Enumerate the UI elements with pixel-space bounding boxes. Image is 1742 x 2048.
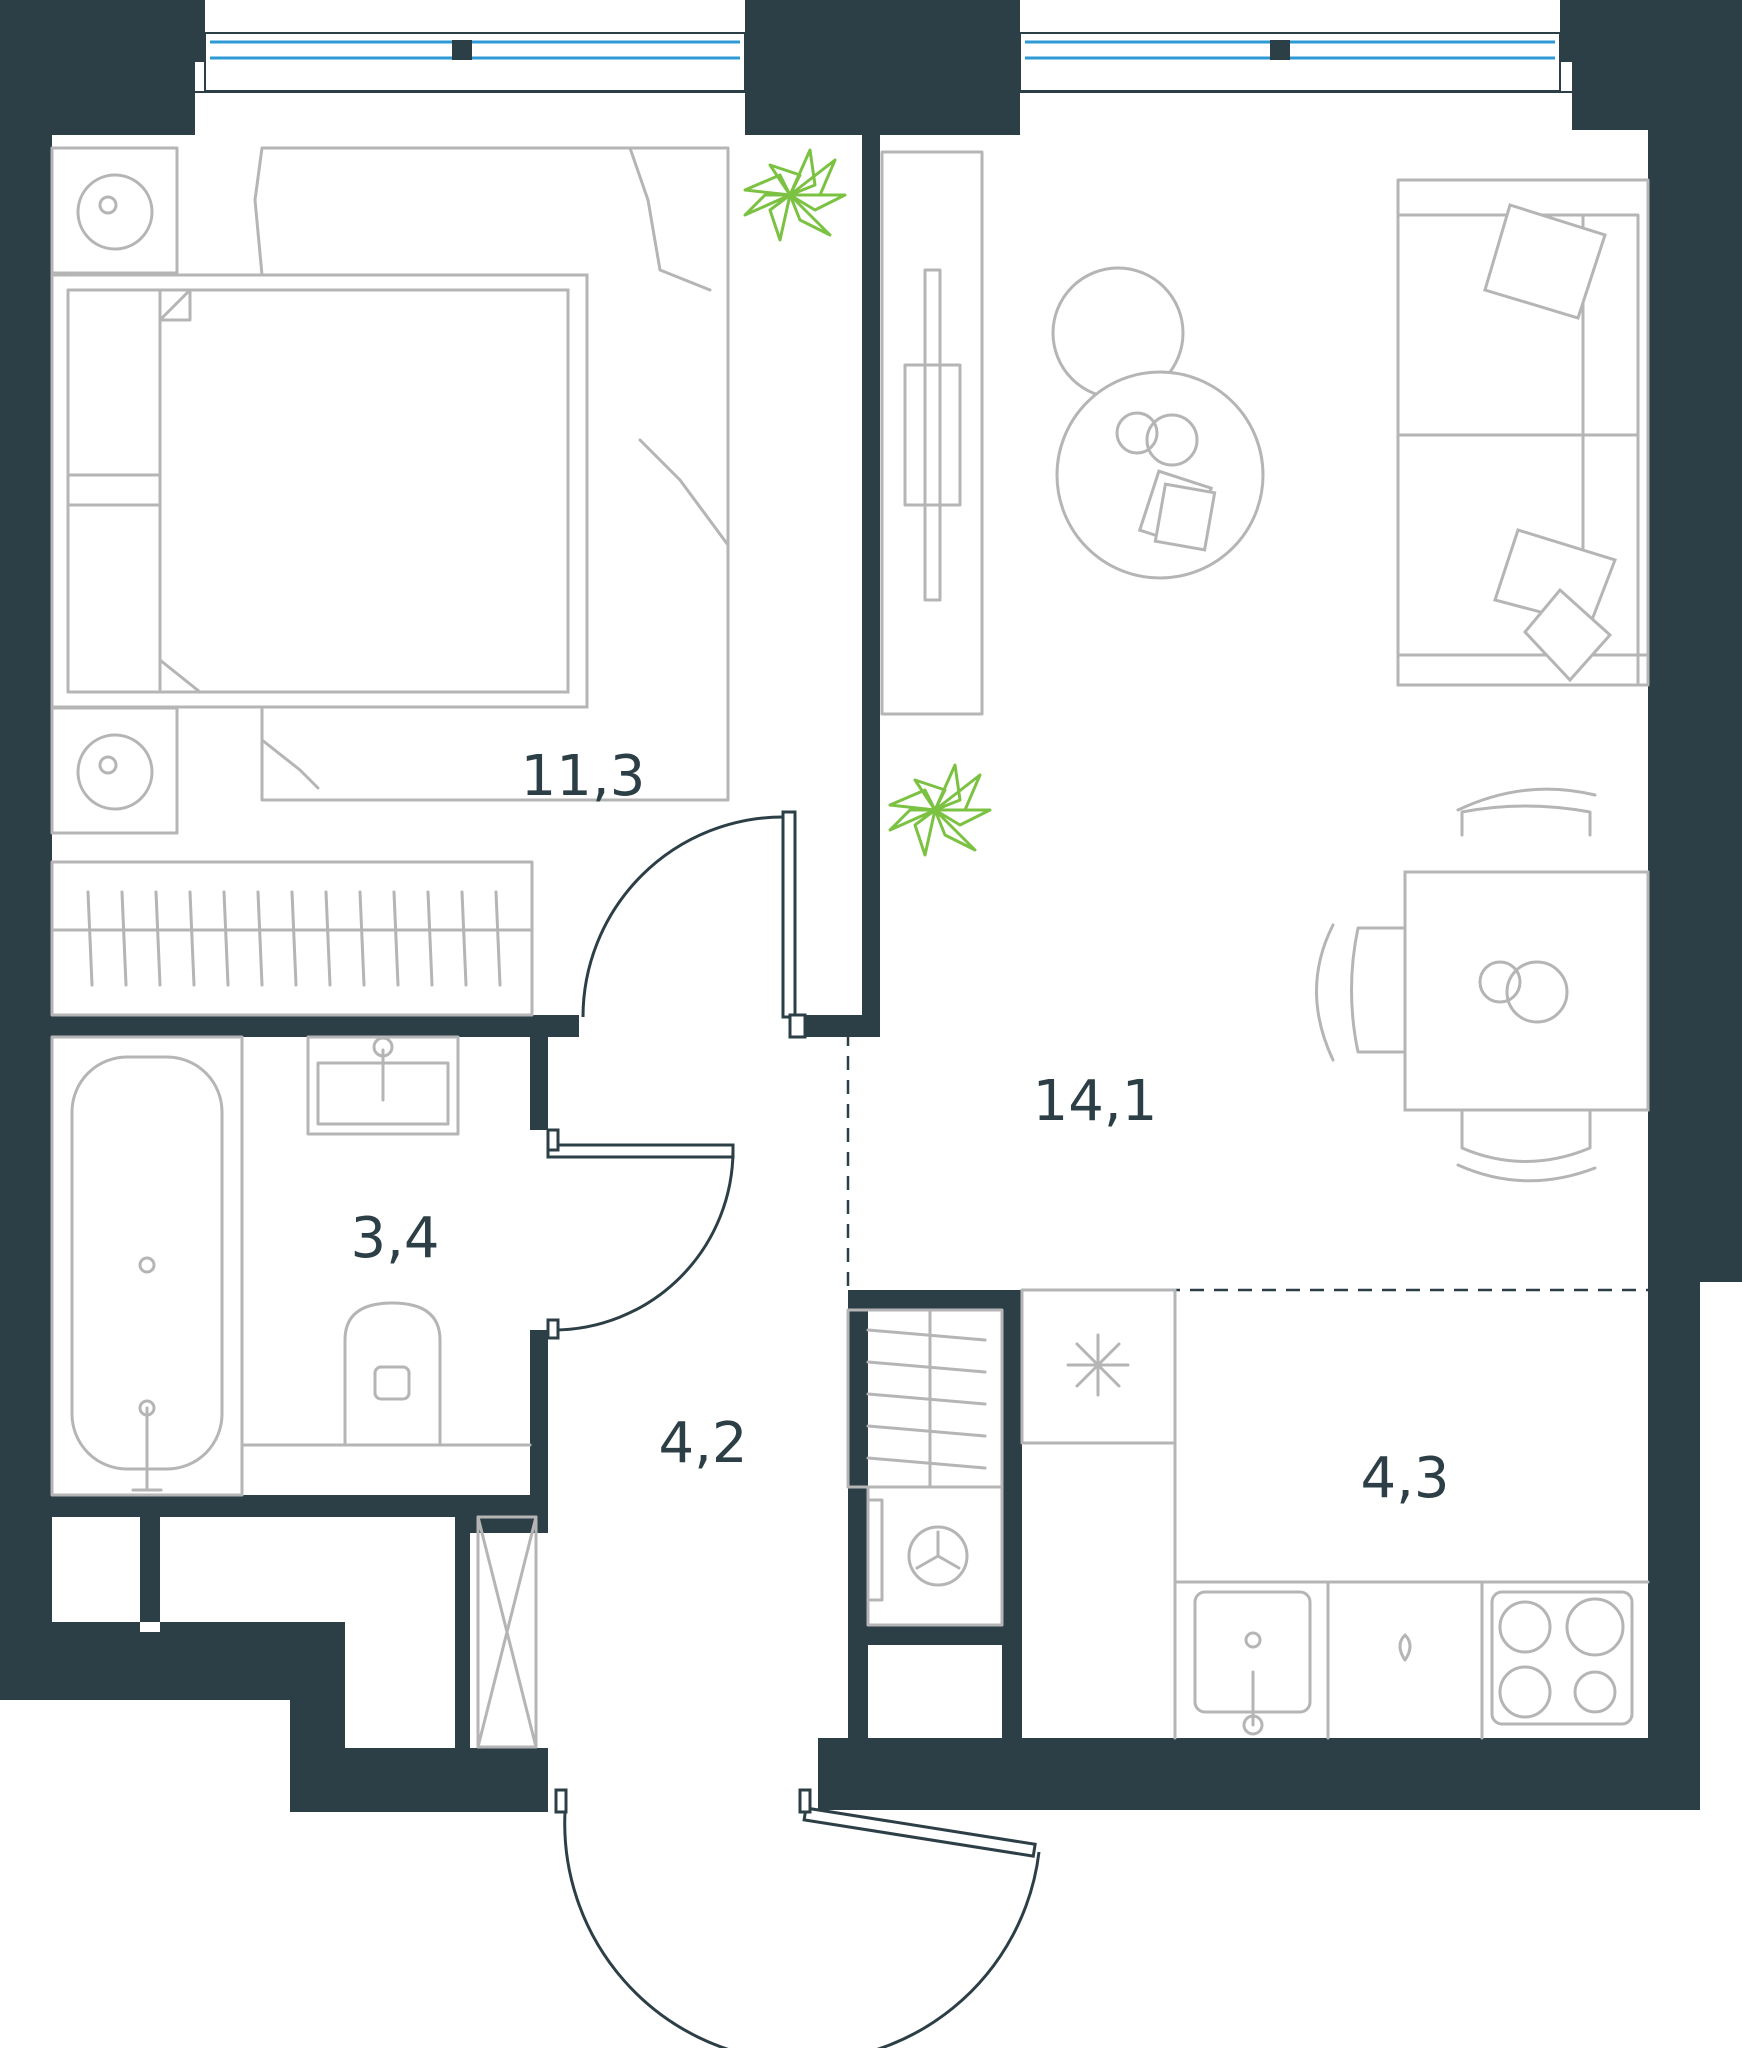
bathroom-area-label: 3,4	[350, 1206, 439, 1271]
chair-icon	[1315, 923, 1407, 1062]
bathtub-icon	[50, 1035, 244, 1497]
nightstand-icon	[50, 706, 179, 835]
kitchen-sink-icon	[1193, 1590, 1312, 1736]
fridge-icon	[1020, 1288, 1177, 1445]
chair-icon	[1456, 787, 1597, 837]
dishwasher	[1398, 1633, 1412, 1662]
plant-icon	[743, 148, 847, 242]
nightstand-icon	[50, 146, 179, 275]
window-icon	[190, 32, 760, 93]
tv-icon	[880, 150, 984, 716]
storage-cabinet	[476, 1515, 538, 1749]
door-icon	[546, 1128, 735, 1340]
kitchen-counter	[1173, 1288, 1650, 1740]
stove-icon	[1490, 1590, 1634, 1726]
coffee-table-icon	[1051, 266, 1265, 580]
sink-icon	[306, 1035, 460, 1136]
wardrobe-icon	[50, 860, 534, 1017]
door-icon	[554, 1788, 1041, 2048]
sofa-icon	[1396, 178, 1650, 687]
kitchen-area-label: 4,3	[1360, 1446, 1449, 1511]
door-icon	[581, 810, 880, 1039]
living-area-label: 14,1	[1033, 1069, 1158, 1134]
toilet-icon	[240, 1301, 532, 1447]
wardrobe-icon	[846, 1308, 1004, 1489]
dining-table-icon	[1315, 787, 1650, 1183]
hallway-area-label: 4,2	[658, 1411, 747, 1476]
chair-icon	[1456, 1108, 1597, 1183]
washing-machine-icon	[866, 1485, 1004, 1627]
window-icon	[1005, 32, 1580, 93]
bed-icon	[50, 146, 730, 802]
plant-icon	[888, 763, 992, 857]
bedroom-area-label: 11,3	[521, 744, 646, 809]
